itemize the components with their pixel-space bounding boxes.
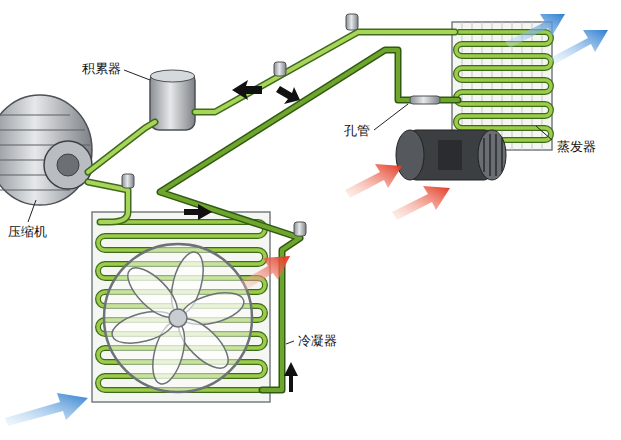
flow-direction-arrows [184,80,300,392]
orifice-tube [410,96,440,104]
pressure-switches [122,14,358,236]
compressor [0,95,92,205]
leader-lines [28,70,552,344]
blower-fan [396,130,506,180]
part-label: 积累器 [80,61,123,77]
air-flow-arrows [5,14,608,426]
part-label: 孔管 [342,123,372,139]
part-label: 压缩机 [6,224,49,240]
condenser [92,212,270,402]
refrigerant-pipes [88,32,458,390]
part-label: 冷凝器 [296,333,339,349]
part-label: 蒸发器 [555,139,598,155]
